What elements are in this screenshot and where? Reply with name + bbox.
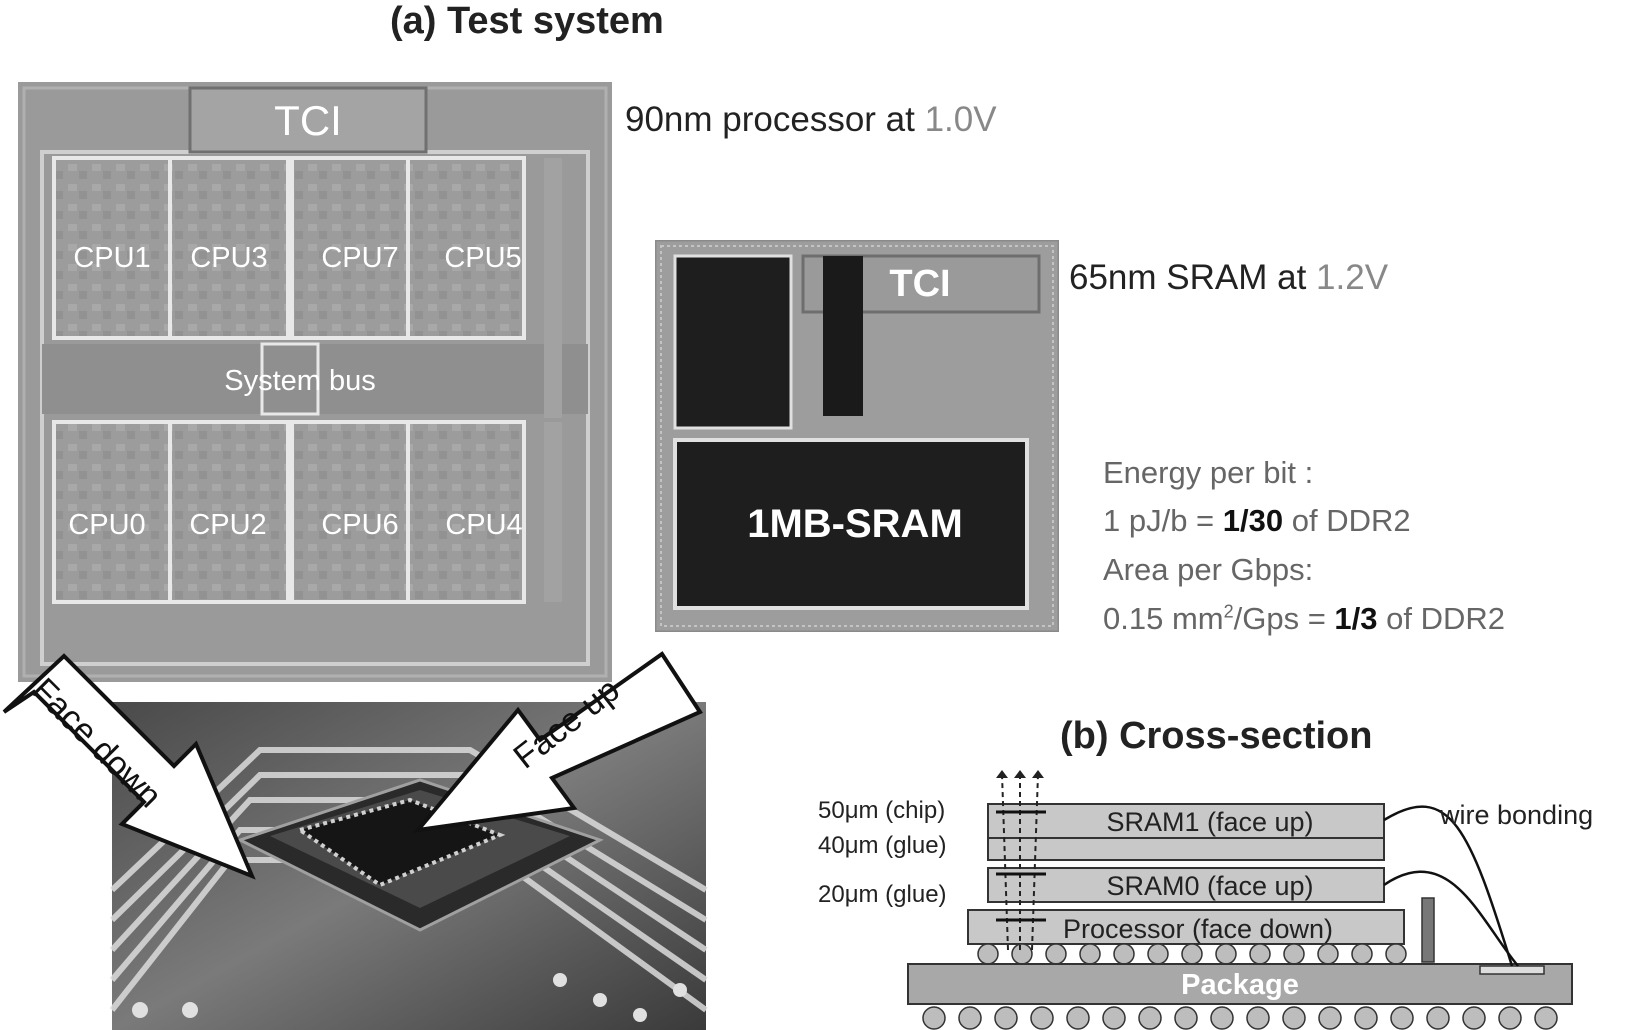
title-cross-section: (b) Cross-section — [1060, 715, 1373, 757]
thickness-glue2-label: 20μm (glue) — [818, 881, 947, 908]
sram0-label: SRAM0 (face up) — [1106, 871, 1313, 901]
energy-value: 1 pJ/b = 1/30 of DDR2 — [1103, 503, 1411, 538]
cross-section-diagram: 50μm (chip) 40μm (glue) 20μm (glue) SRAM… — [818, 770, 1593, 1030]
package-photo: Face down Face up — [2, 651, 708, 1030]
sram-1mb-block — [673, 438, 1029, 610]
sram-caption: 65nm SRAM at 1.2V — [1069, 258, 1389, 297]
energy-label: Energy per bit : — [1103, 455, 1314, 490]
cpu7-label: CPU7 — [321, 242, 398, 274]
area-label: Area per Gbps: — [1103, 552, 1314, 587]
processor-tci-block — [188, 86, 428, 154]
processor-label: Processor (face down) — [1063, 914, 1333, 944]
cpu1-label: CPU1 — [73, 242, 150, 274]
area-value: 0.15 mm2/Gps = 1/3 of DDR2 — [1103, 601, 1506, 636]
sram-1mb-label: 1MB-SRAM — [747, 502, 963, 546]
cpu-grid-top — [52, 156, 526, 340]
processor-tci-label: TCI — [274, 97, 342, 144]
cpu3-label: CPU3 — [190, 242, 267, 274]
cpu0-label: CPU0 — [68, 509, 145, 541]
title-test-system: (a) Test system — [390, 0, 664, 42]
processor-layer — [967, 909, 1405, 945]
sram-die: TCI 1MB-SRAM — [655, 240, 1059, 632]
sram-voltage: 1.2V — [1316, 258, 1389, 297]
cpu2-label: CPU2 — [189, 509, 266, 541]
system-bus-label: System bus — [224, 365, 376, 397]
sram1-layer — [987, 803, 1385, 839]
cpu-grid-bottom — [52, 420, 526, 604]
cpu5-label: CPU5 — [444, 242, 521, 274]
thickness-chip-label: 50μm (chip) — [818, 797, 945, 824]
cpu6-label: CPU6 — [321, 509, 398, 541]
processor-caption: 90nm processor at 1.0V — [625, 100, 997, 139]
processor-die: TCI CPU1 CPU3 CPU7 CPU5 System bus CPU0 … — [18, 82, 612, 682]
sram1-label: SRAM1 (face up) — [1106, 807, 1313, 837]
wire-bonding-label: wire bonding — [1439, 800, 1593, 830]
sram-tci-label: TCI — [889, 263, 950, 305]
thickness-glue1-label: 40μm (glue) — [818, 832, 947, 859]
cpu4-label: CPU4 — [445, 509, 522, 541]
processor-voltage: 1.0V — [924, 100, 997, 139]
package-label: Package — [1181, 969, 1299, 1001]
package-layer — [907, 963, 1573, 1005]
